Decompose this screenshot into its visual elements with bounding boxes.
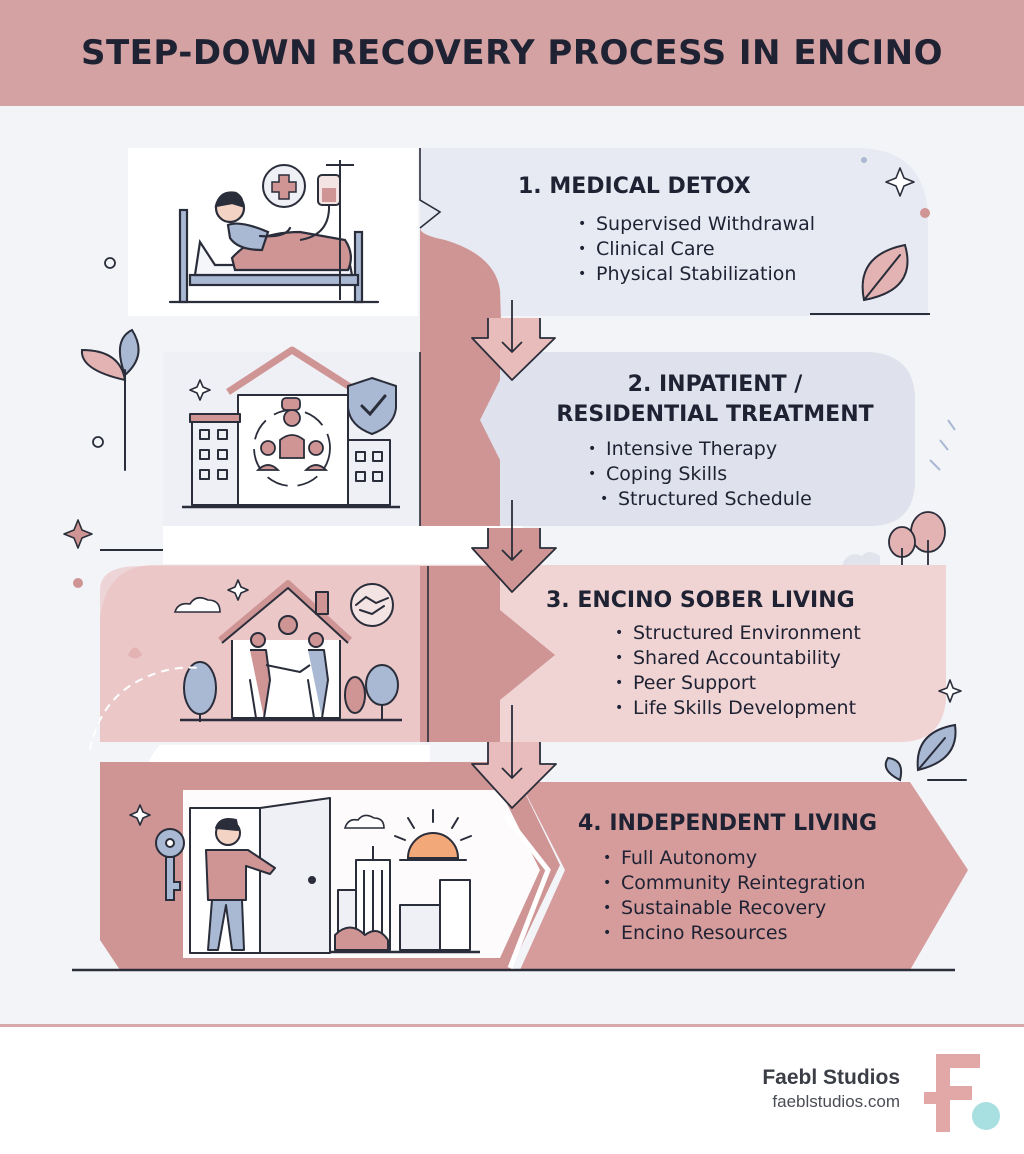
step-3-bullet: Peer Support bbox=[615, 671, 861, 696]
step-1-bullet: Clinical Care bbox=[578, 237, 815, 262]
step-4-title: 4. INDEPENDENT LIVING bbox=[578, 811, 878, 836]
step-1-bullets: Supervised Withdrawal Clinical Care Phys… bbox=[578, 212, 815, 287]
footer-divider bbox=[0, 1024, 1024, 1027]
cloud-icon bbox=[173, 596, 221, 613]
sun-icon bbox=[394, 809, 472, 861]
flow-diagram bbox=[63, 148, 968, 972]
leaf-icon bbox=[80, 243, 967, 782]
handshake-icon bbox=[350, 583, 394, 627]
step-2-title: 2. INPATIENT / RESIDENTIAL TREATMENT bbox=[540, 370, 890, 430]
step-2-bullet: Structured Schedule bbox=[588, 487, 812, 512]
hospital-bed-icon bbox=[168, 191, 380, 304]
arrow-3-to-4 bbox=[471, 705, 557, 809]
group-therapy-icon bbox=[253, 397, 331, 487]
step-4-bullet: Sustainable Recovery bbox=[603, 896, 865, 921]
step-4-bullet: Full Autonomy bbox=[603, 846, 865, 871]
step-3-title: 3. ENCINO SOBER LIVING bbox=[546, 588, 855, 613]
step-4-bullets: Full Autonomy Community Reintegration Su… bbox=[603, 846, 865, 946]
brand-url: faeblstudios.com bbox=[772, 1092, 900, 1111]
cloud-icon-2 bbox=[343, 814, 385, 829]
shield-check-icon bbox=[347, 376, 397, 436]
step-1-bullet: Supervised Withdrawal bbox=[578, 212, 815, 237]
step-3-bullet: Life Skills Development bbox=[615, 696, 861, 721]
key-icon bbox=[155, 828, 185, 901]
brand-name: Faebl Studios bbox=[762, 1066, 900, 1089]
arrow-1-to-2 bbox=[471, 300, 556, 381]
flow-connector bbox=[419, 148, 555, 742]
step-3-bullet: Structured Environment bbox=[615, 621, 861, 646]
step-1-bullet: Physical Stabilization bbox=[578, 262, 815, 287]
faebl-logo-icon bbox=[924, 1054, 1000, 1132]
iv-drip-icon bbox=[299, 160, 354, 300]
step-4-bullet: Community Reintegration bbox=[603, 871, 865, 896]
step-2-bullet: Coping Skills bbox=[588, 462, 812, 487]
step-4-bullet: Encino Resources bbox=[603, 921, 865, 946]
step-3-bullets: Structured Environment Shared Accountabi… bbox=[615, 621, 861, 721]
step-2-bullet: Intensive Therapy bbox=[588, 437, 812, 462]
step-2-bullets: Intensive Therapy Coping Skills Structur… bbox=[588, 437, 812, 512]
header-banner: STEP-DOWN RECOVERY PROCESS IN ENCINO bbox=[0, 0, 1024, 106]
step-2-title-line2: RESIDENTIAL TREATMENT bbox=[556, 402, 874, 427]
step-1-title: 1. MEDICAL DETOX bbox=[518, 174, 751, 199]
decor-dots bbox=[73, 157, 956, 751]
medical-cross-icon bbox=[262, 164, 306, 208]
step-3-bullet: Shared Accountability bbox=[615, 646, 861, 671]
city-skyline-icon bbox=[330, 846, 480, 954]
open-door-icon bbox=[189, 797, 331, 954]
footer bbox=[0, 1027, 1024, 1154]
step-2-title-line1: 2. INPATIENT / bbox=[627, 372, 803, 397]
page-title: STEP-DOWN RECOVERY PROCESS IN ENCINO bbox=[81, 33, 943, 73]
sparkle-icon bbox=[63, 167, 962, 826]
sober-house-icon bbox=[180, 580, 402, 722]
tree-icon bbox=[842, 511, 946, 565]
arrow-2-to-3 bbox=[471, 500, 557, 593]
